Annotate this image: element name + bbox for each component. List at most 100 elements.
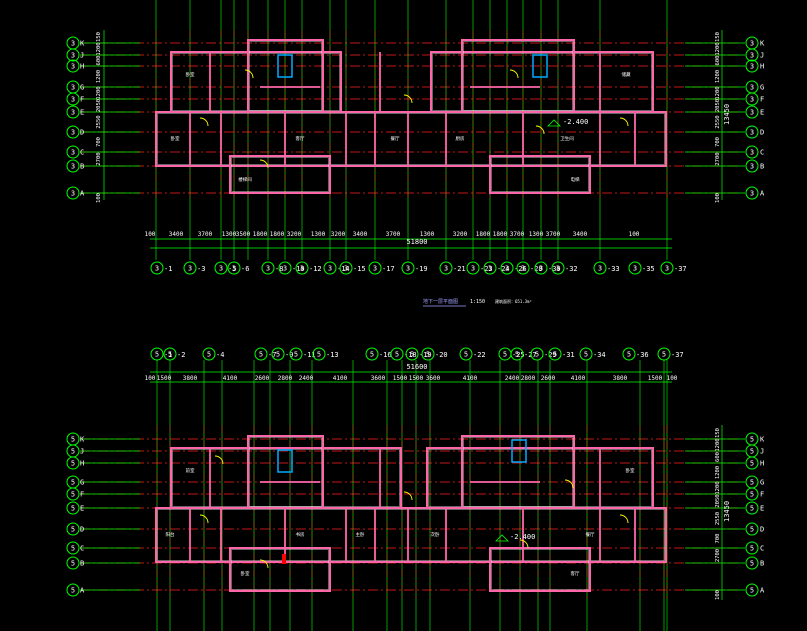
top-row-bubble-left: 3 [66,59,80,73]
bottom-top-axis-num: 5 [276,351,280,359]
top-bottom-dim-text: 3700 [546,231,561,238]
top-row-axis-label-right: E [760,109,764,117]
top-row-axis-label-right: A [760,190,765,198]
bottom-door-arc [199,514,209,524]
bottom-top-axis-circle [312,347,326,361]
top-bottom-axis-circle [483,261,497,275]
top-bottom-dim-text: 3400 [353,231,368,238]
top-row-bubble-right: 3 [745,125,759,139]
top-row-bubble-right-label: 3 [750,109,754,117]
bottom-row-bubble-right-circle [745,456,759,470]
bottom-row-axis-label-right: F [760,491,764,499]
top-row-bubble-right: 3 [745,186,759,200]
top-bottom-dim-text: 1300 [222,231,237,238]
bottom-top-axis-label: -37 [671,351,684,359]
top-bottom-axis-num: 3 [219,265,223,273]
bottom-top-dim-text: 1500 [409,375,424,382]
bottom-wall-core-left-inner [249,437,322,507]
top-row-bubble-right-circle [745,59,759,73]
bottom-row-bubble-right: 5 [745,487,759,501]
bottom-row-axis-label-right: A [760,587,765,595]
top-row-dim-left: 1200 [96,42,102,55]
top-row-bubble-right-label: 3 [750,96,754,104]
top-bottom-axis-num: 3 [283,265,287,273]
bottom-row-bubble-right-circle [745,541,759,555]
top-bottom-axis-bubble: 3-24 [483,261,510,275]
top-bottom-axis-label: -3 [197,265,205,273]
top-bottom-axis-label: -21 [453,265,466,273]
top-row-axis-label-right: K [760,40,765,48]
top-row-bubble-right-label: 3 [750,40,754,48]
top-wall-core-right-inner [463,41,573,111]
top-bottom-axis-num: 3 [232,265,236,273]
top-bottom-axis-num: 3 [633,265,637,273]
top-bottom-dim-text: 1800 [476,231,491,238]
top-bottom-axis-circle [323,261,337,275]
top-plan-title: 地下一层平面图 [423,298,458,305]
top-bottom-dim-text: 3200 [331,231,346,238]
top-row-axis-label-right: H [760,63,764,71]
bottom-top-axis-bubble: 5-29 [530,347,557,361]
bottom-row-bubble-right-circle [745,487,759,501]
top-bottom-axis-bubble: 3-28 [516,261,543,275]
bottom-top-axis-label: -13 [326,351,339,359]
bottom-wall-main [155,507,667,563]
bottom-row-axis-label-right: B [760,560,764,568]
top-bottom-axis-bubble: 3-35 [628,261,655,275]
top-bottom-axis-circle [295,261,309,275]
top-row-bubble-left-circle [66,105,80,119]
top-bottom-axis-num: 3 [266,265,270,273]
bottom-row-bubble-left-label: 5 [71,587,75,595]
top-bottom-axis-circle [534,261,548,275]
top-bottom-axis-label: -33 [607,265,620,273]
bottom-wall-lower-right-inner [491,549,589,590]
bottom-top-axis-num: 5 [662,351,666,359]
top-row-bubble-left-label: 3 [71,109,75,117]
bottom-top-dim-text: 2600 [255,375,270,382]
room-label: 餐厅 [391,135,400,142]
top-door-arc [259,159,269,169]
room-label: 书房 [296,531,305,538]
bottom-top-axis-num: 5 [426,351,430,359]
top-row-dim-left: 2550 [96,115,102,128]
top-bottom-axis-label: -5 [228,265,236,273]
top-row-axis-label-left: H [80,63,84,71]
top-bottom-axis-num: 3 [488,265,492,273]
top-row-bubble-right: 3 [745,145,759,159]
top-bottom-axis-label: -14 [337,265,350,273]
top-elevation-note: -2.400 [563,118,588,126]
bottom-row-bubble-left: 5 [66,541,80,555]
top-stair-right [532,54,548,78]
top-bottom-axis-circle [439,261,453,275]
bottom-row-bubble-right: 5 [745,456,759,470]
top-bottom-axis-bubble: 3-6 [227,261,249,275]
bottom-top-axis-num: 5 [627,351,631,359]
bottom-stair-left [277,449,293,473]
bottom-top-dim-text: 2400 [505,375,520,382]
top-row-bubble-right-circle [745,105,759,119]
bottom-row-axis-label-left: F [80,491,84,499]
top-wall-main-inner [157,113,665,165]
room-label: 楼梯间 [238,176,252,183]
top-bottom-axis-num: 3 [373,265,377,273]
bottom-top-axis-num: 5 [294,351,298,359]
bottom-wall-main-inner [157,509,665,561]
bottom-top-axis-bubble: 5-2 [163,347,185,361]
top-bottom-axis-num: 3 [328,265,332,273]
bottom-row-dim-right: 2700 [715,549,721,562]
top-wall-core-right [461,39,575,113]
bottom-row-bubble-left-circle [66,501,80,515]
bottom-row-bubble-left-label: 5 [71,491,75,499]
top-bottom-dim-text: 1800 [493,231,508,238]
top-row-axis-label-right: D [760,129,764,137]
bottom-elevation-note: -2.400 [510,533,535,541]
bottom-row-bubble-left: 5 [66,487,80,501]
bottom-row-bubble-right: 5 [745,501,759,515]
bottom-top-axis-bubble: 5-4 [202,347,224,361]
bottom-top-axis-label: -36 [636,351,649,359]
top-row-bubble-left: 3 [66,105,80,119]
top-bottom-axis-bubble: 3-19 [401,261,428,275]
top-row-dim-left: 600 [96,56,102,66]
bottom-top-axis-bubble: 5-22 [459,347,486,361]
